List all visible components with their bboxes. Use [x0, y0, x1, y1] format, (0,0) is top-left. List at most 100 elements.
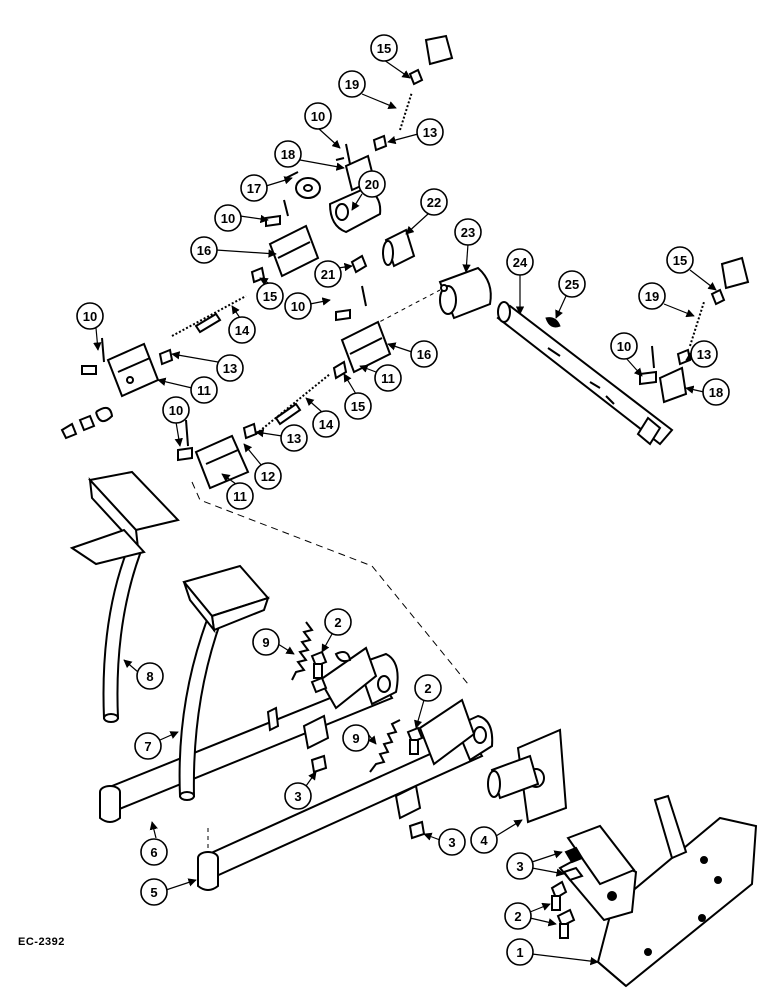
- callout-13: 13: [255, 424, 308, 452]
- callout-7: 7: [134, 731, 179, 760]
- callout-8: 8: [123, 659, 164, 690]
- callout-19: 19: [638, 282, 695, 318]
- assembly-dashed-line: [191, 481, 469, 685]
- key-25: [545, 317, 561, 328]
- callout-10: 10: [610, 332, 643, 377]
- cap-15-upper: [408, 34, 454, 86]
- clevis-11-center: [177, 419, 250, 490]
- svg-text:16: 16: [197, 243, 211, 258]
- nuts-left: [60, 266, 266, 440]
- callout-10: 10: [162, 396, 190, 447]
- callout-14: 14: [305, 397, 340, 438]
- svg-text:6: 6: [150, 845, 157, 860]
- mounting-plate: [558, 794, 758, 988]
- callout-13: 13: [387, 118, 444, 146]
- svg-text:10: 10: [311, 109, 325, 124]
- clevis-11-left: [106, 342, 160, 398]
- callout-18: 18: [685, 378, 730, 406]
- pedal-arm-middle: [99, 646, 399, 823]
- svg-text:20: 20: [365, 177, 379, 192]
- svg-text:13: 13: [697, 347, 711, 362]
- callout-25: 25: [555, 270, 586, 319]
- svg-text:21: 21: [321, 267, 335, 282]
- svg-text:15: 15: [263, 289, 277, 304]
- callout-21: 21: [314, 260, 353, 288]
- svg-text:4: 4: [480, 833, 488, 848]
- callout-23: 23: [454, 218, 482, 273]
- svg-text:9: 9: [352, 731, 359, 746]
- callout-18: 18: [274, 140, 345, 171]
- rod-14-left: [171, 295, 247, 337]
- svg-text:2: 2: [424, 681, 431, 696]
- shaft-24: [496, 301, 674, 446]
- svg-text:10: 10: [83, 309, 97, 324]
- svg-text:15: 15: [377, 41, 391, 56]
- svg-text:3: 3: [294, 789, 301, 804]
- svg-text:19: 19: [345, 77, 359, 92]
- svg-text:18: 18: [709, 385, 723, 400]
- callout-16: 16: [190, 236, 277, 264]
- bushing-22: [382, 228, 416, 268]
- callout-11: 11: [157, 376, 218, 404]
- svg-text:11: 11: [197, 383, 211, 398]
- svg-text:7: 7: [144, 739, 151, 754]
- callout-9: 9: [342, 724, 377, 752]
- sleeve-23: [438, 266, 492, 320]
- callout-10: 10: [284, 292, 331, 320]
- rod-19-upper: [372, 91, 413, 152]
- svg-text:19: 19: [645, 289, 659, 304]
- svg-text:10: 10: [221, 211, 235, 226]
- callout-2: 2: [414, 674, 442, 729]
- svg-text:14: 14: [319, 417, 334, 432]
- callout-4: 4: [470, 819, 523, 854]
- svg-text:5: 5: [150, 885, 157, 900]
- svg-text:24: 24: [513, 255, 528, 270]
- callout-1: 1: [506, 938, 599, 966]
- svg-text:15: 15: [673, 253, 687, 268]
- svg-text:2: 2: [334, 615, 341, 630]
- svg-text:14: 14: [235, 323, 250, 338]
- callout-10: 10: [214, 204, 269, 232]
- svg-text:22: 22: [427, 195, 441, 210]
- callout-13: 13: [171, 351, 244, 382]
- figure-caption: EC-2392: [18, 936, 65, 948]
- svg-text:1: 1: [516, 945, 523, 960]
- svg-text:9: 9: [262, 635, 269, 650]
- svg-text:13: 13: [287, 431, 301, 446]
- callout-3: 3: [506, 850, 565, 880]
- svg-text:15: 15: [351, 399, 365, 414]
- callout-3: 3: [284, 771, 317, 810]
- svg-text:25: 25: [565, 277, 579, 292]
- pedal-8: [69, 470, 180, 723]
- svg-text:11: 11: [381, 371, 395, 386]
- callout-2: 2: [321, 608, 352, 653]
- nut-21: [350, 254, 368, 274]
- callout-10: 10: [76, 302, 104, 351]
- callout-5: 5: [140, 878, 197, 906]
- pedal-arm-lower: [197, 698, 494, 891]
- callout-13: 13: [685, 340, 718, 368]
- callout-24: 24: [506, 248, 534, 315]
- clevis-16-upper: [265, 199, 320, 278]
- svg-text:8: 8: [146, 669, 153, 684]
- washer-17: [285, 171, 321, 199]
- svg-text:17: 17: [247, 181, 261, 196]
- cap-15-right: [710, 256, 750, 306]
- callout-15: 15: [256, 277, 284, 310]
- callout-20: 20: [351, 170, 386, 211]
- svg-text:23: 23: [461, 225, 475, 240]
- svg-text:16: 16: [417, 347, 431, 362]
- svg-text:12: 12: [261, 469, 275, 484]
- svg-text:10: 10: [617, 339, 631, 354]
- pivot-bracket: [487, 728, 568, 824]
- svg-text:3: 3: [516, 859, 523, 874]
- callout-6: 6: [140, 821, 168, 866]
- callout-12: 12: [243, 443, 282, 490]
- rod-14-center: [255, 373, 331, 435]
- callout-17: 17: [240, 174, 293, 202]
- callout-11: 11: [359, 364, 402, 392]
- callout-16: 16: [387, 340, 438, 368]
- callout-10: 10: [304, 102, 341, 149]
- callout-22: 22: [405, 188, 448, 235]
